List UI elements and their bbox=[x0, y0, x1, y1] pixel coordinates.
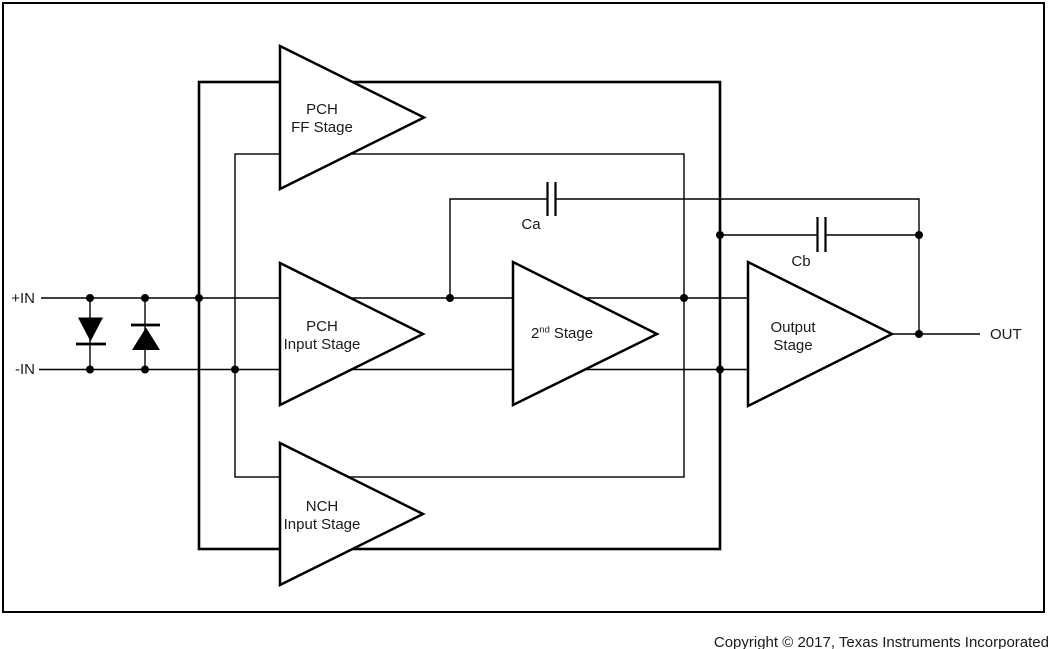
label-out: OUT bbox=[990, 326, 1022, 343]
label-plus-in: +IN bbox=[11, 290, 35, 307]
label-pch-input-line1: PCH bbox=[306, 318, 338, 335]
diode-up-triangle bbox=[132, 327, 160, 350]
wire-ca-right bbox=[555, 198, 920, 334]
wires bbox=[39, 80, 980, 551]
amp-nch-input-stage bbox=[278, 440, 426, 588]
junction-dot bbox=[141, 365, 149, 374]
label-nch-input-line1: NCH bbox=[306, 498, 339, 515]
amp-output-stage bbox=[746, 259, 895, 409]
amp-second-stage bbox=[511, 259, 660, 408]
diode-down-triangle bbox=[78, 317, 103, 342]
junction-dot bbox=[680, 294, 688, 302]
label-minus-in: -IN bbox=[15, 361, 35, 378]
label-output-stage-line1: Output bbox=[770, 319, 816, 336]
junction-dot bbox=[716, 365, 724, 374]
label-ff-stage-line2: FF Stage bbox=[291, 119, 353, 136]
junction-dot bbox=[141, 294, 149, 302]
capacitor-ca bbox=[546, 182, 557, 216]
capacitor-cb bbox=[816, 217, 827, 252]
esd-diode-up bbox=[131, 323, 160, 350]
amp-pch-ff-stage bbox=[278, 43, 427, 192]
label-ca: Ca bbox=[521, 216, 541, 233]
junction-dot bbox=[231, 365, 239, 374]
junction-dot bbox=[716, 231, 724, 239]
junction-dot bbox=[915, 231, 923, 239]
copyright-text: Copyright © 2017, Texas Instruments Inco… bbox=[714, 634, 1049, 649]
amp-pch-input-stage bbox=[278, 260, 426, 408]
feedback-loop-wire-box bbox=[234, 153, 685, 478]
label-pch-input-line2: Input Stage bbox=[284, 336, 361, 353]
junction-dots bbox=[86, 231, 923, 374]
junction-dot bbox=[915, 330, 923, 338]
main-loop-wire-box bbox=[197, 80, 722, 551]
esd-diode-down bbox=[76, 317, 106, 346]
junction-dot bbox=[86, 294, 94, 302]
label-cb: Cb bbox=[791, 253, 810, 270]
junction-dot bbox=[86, 365, 94, 374]
label-ff-stage-line1: PCH bbox=[306, 101, 338, 118]
junction-dot bbox=[446, 294, 454, 302]
label-output-stage-line2: Stage bbox=[773, 337, 812, 354]
label-nch-input-line2: Input Stage bbox=[284, 516, 361, 533]
wire-ca-left bbox=[449, 198, 548, 298]
junction-dot bbox=[195, 294, 203, 302]
